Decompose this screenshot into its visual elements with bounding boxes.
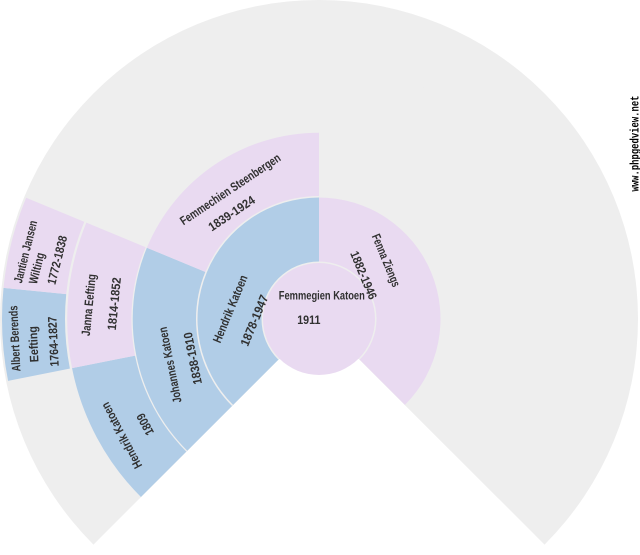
svg-text:Eefting: Eefting	[26, 326, 42, 363]
svg-text:1764-1827: 1764-1827	[45, 316, 61, 367]
svg-text:1911: 1911	[297, 313, 320, 327]
svg-text:Femmegien Katoen: Femmegien Katoen	[279, 288, 365, 302]
svg-text:www.phpgedview.net: www.phpgedview.net	[629, 96, 640, 192]
